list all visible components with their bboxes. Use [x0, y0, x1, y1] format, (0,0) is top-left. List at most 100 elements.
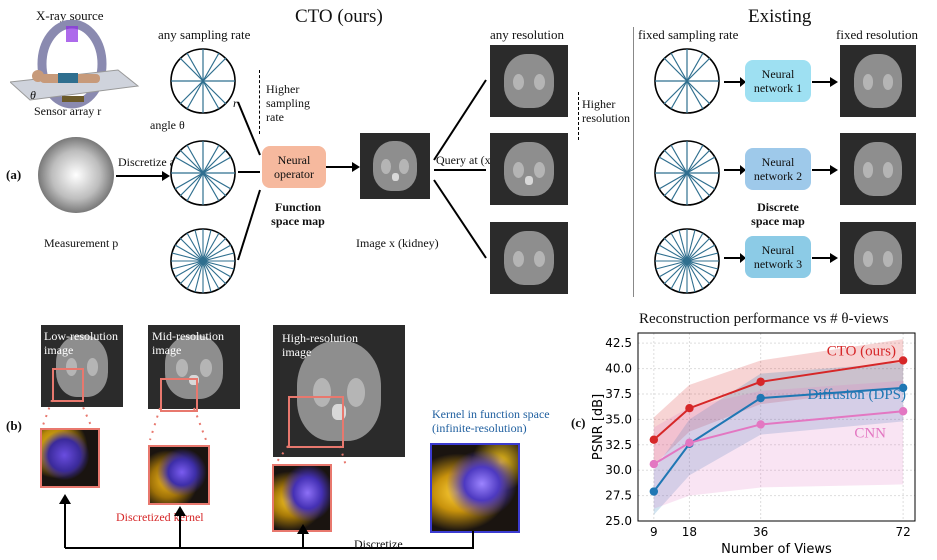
high-resolution-image — [273, 325, 405, 457]
kernel-window — [288, 396, 344, 448]
x-tick-label: 72 — [895, 525, 910, 539]
arrows-icon — [433, 79, 487, 259]
kernel-window — [52, 368, 84, 402]
y-tick-label: 37.5 — [605, 387, 632, 401]
neural-network-2-box: Neural network 2 — [745, 148, 811, 190]
psnr-chart: 25.0 27.5 30.0 32.5 35.0 37.5 40.0 42.5 9 18 36 72 C… — [591, 332, 916, 557]
x-tick-label: 36 — [753, 525, 768, 539]
panel-b-label: (b) — [6, 418, 22, 433]
discretize-bottom-label: Discretize — [354, 537, 403, 551]
neural-operator-box: Neural operator — [262, 146, 326, 188]
x-tick-label: 9 — [650, 525, 658, 539]
sampling-circle-icon — [654, 140, 720, 206]
image-x-label: Image x (kidney) — [356, 236, 439, 250]
x-axis-label: Number of Views — [721, 542, 832, 557]
ct-image — [490, 133, 568, 205]
chart-title: Reconstruction performance vs # θ-views — [639, 311, 889, 327]
y-tick-label: 42.5 — [605, 336, 632, 350]
series-label: CNN — [854, 426, 886, 442]
plot-frame — [637, 332, 916, 522]
higher-sampling-label: Higher sampling rate — [266, 82, 310, 124]
kernel-function-space — [430, 443, 520, 533]
kernel-function-label: Kernel in function space (infinite-resol… — [432, 407, 550, 435]
angle-label: angle θ — [150, 118, 185, 132]
data-point — [649, 459, 659, 469]
sampling-circle-icon — [170, 228, 236, 294]
y-tick-label: 30.0 — [605, 463, 632, 477]
kernel-high-res — [272, 464, 332, 532]
data-point — [649, 487, 659, 496]
divider — [633, 27, 634, 297]
kernel-low-res — [40, 428, 100, 488]
data-point — [685, 404, 694, 413]
kernel-window — [160, 378, 198, 412]
sampling-circle-icon — [170, 48, 236, 114]
panel-a-label: (a) — [6, 167, 22, 182]
series-band — [653, 362, 904, 515]
discretize-arrows-icon — [59, 494, 474, 549]
ct-image — [490, 222, 568, 294]
data-point — [649, 435, 659, 444]
sampling-circle-icon — [654, 48, 720, 114]
discrete-space-map-label: Discrete space map — [751, 200, 805, 228]
sampling-circle-icon — [170, 140, 236, 206]
fixed-resolution-label: fixed resolution — [836, 27, 918, 42]
mid-resolution-image — [148, 325, 240, 409]
r-label: r — [233, 96, 238, 110]
panel-c-label: (c) — [571, 415, 586, 430]
any-sampling-label: any sampling rate — [158, 27, 251, 42]
neural-network-1-box: Neural network 1 — [745, 60, 811, 102]
ct-image — [840, 222, 916, 294]
data-point — [685, 438, 694, 447]
low-resolution-image — [41, 325, 123, 407]
y-tick-label: 25.0 — [605, 514, 632, 528]
x-tick-label: 18 — [682, 525, 697, 539]
series-line — [653, 386, 904, 493]
mid-res-label: Mid-resolution image — [152, 329, 224, 357]
theta-label: θ — [30, 88, 36, 102]
sampling-circle-icon — [654, 228, 720, 294]
y-tick-label: 27.5 — [605, 489, 632, 503]
data-point — [756, 420, 765, 429]
ct-image — [840, 45, 916, 117]
title-cto: CTO (ours) — [295, 6, 383, 27]
kernel-mid-res — [148, 445, 210, 505]
connector-icon — [41, 400, 347, 467]
any-resolution-label: any resolution — [490, 27, 565, 42]
series-line — [653, 410, 904, 465]
ct-scanner-icon — [10, 20, 140, 109]
high-res-label: High-resolution image — [282, 331, 358, 359]
fixed-sampling-label: fixed sampling rate — [638, 27, 739, 42]
y-tick-label: 32.5 — [605, 438, 632, 452]
series-label: Diffusion (DPS) — [808, 387, 906, 403]
higher-resolution-label: Higher resolution — [582, 97, 630, 125]
series-band — [653, 380, 904, 509]
measurement-icon — [38, 137, 114, 213]
ct-image — [840, 133, 916, 205]
data-point — [898, 383, 908, 393]
neural-network-3-box: Neural network 3 — [745, 236, 811, 278]
y-tick-label: 35.0 — [605, 412, 632, 426]
arrow-icon — [116, 171, 170, 181]
ct-image — [490, 45, 568, 117]
y-axis-label: PSNR [dB] — [591, 394, 606, 460]
series-line — [653, 359, 904, 441]
xray-source-label: X-ray source — [36, 8, 104, 23]
arrow-icon — [326, 162, 360, 172]
sensor-array-label: Sensor array r — [34, 104, 102, 118]
function-space-map-label: Function space map — [271, 200, 325, 228]
data-point — [756, 377, 765, 386]
title-existing: Existing — [748, 6, 812, 27]
measurement-label: Measurement p — [44, 236, 119, 250]
series-label: CTO (ours) — [827, 343, 896, 359]
dashed-arrow-icon — [578, 92, 579, 140]
data-point — [756, 393, 765, 403]
data-point — [898, 407, 908, 416]
dashed-arrow-icon — [259, 70, 260, 134]
low-res-label: Low-resolution image — [44, 329, 118, 357]
ct-image — [360, 133, 430, 199]
data-point — [898, 356, 908, 365]
arrows-icon — [237, 101, 261, 261]
y-tick-label: 40.0 — [605, 362, 632, 376]
arrows-icon — [724, 77, 838, 263]
